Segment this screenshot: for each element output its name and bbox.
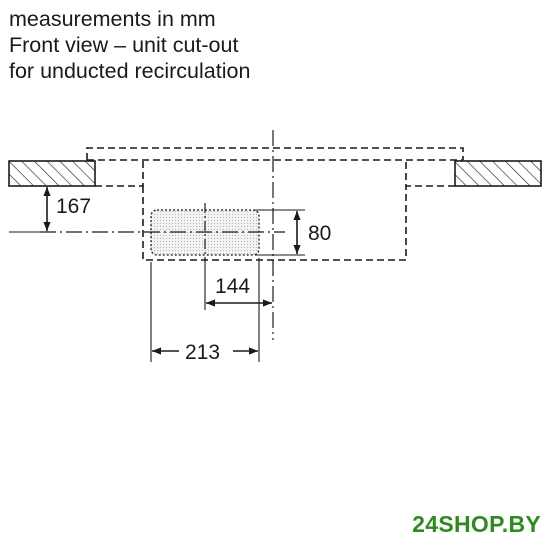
watermark-logo: 24SHOP.BY [412,511,541,537]
title-line-2: Front view – unit cut-out [9,33,239,57]
countertop-right [454,160,542,187]
dimension-lines [43,187,301,355]
title-line-1: measurements in mm [9,7,216,31]
extension-lines [9,209,305,362]
dim-label-144: 144 [215,275,250,298]
dim-label-80: 80 [308,222,331,245]
countertop-left [8,160,96,187]
dim-label-213: 213 [185,341,220,364]
dim-label-167: 167 [56,195,91,218]
center-lines [40,130,285,340]
title-line-3: for unducted recirculation [9,59,251,83]
unit-outline [86,147,464,261]
title-block: measurements in mm Front view – unit cut… [9,6,250,84]
